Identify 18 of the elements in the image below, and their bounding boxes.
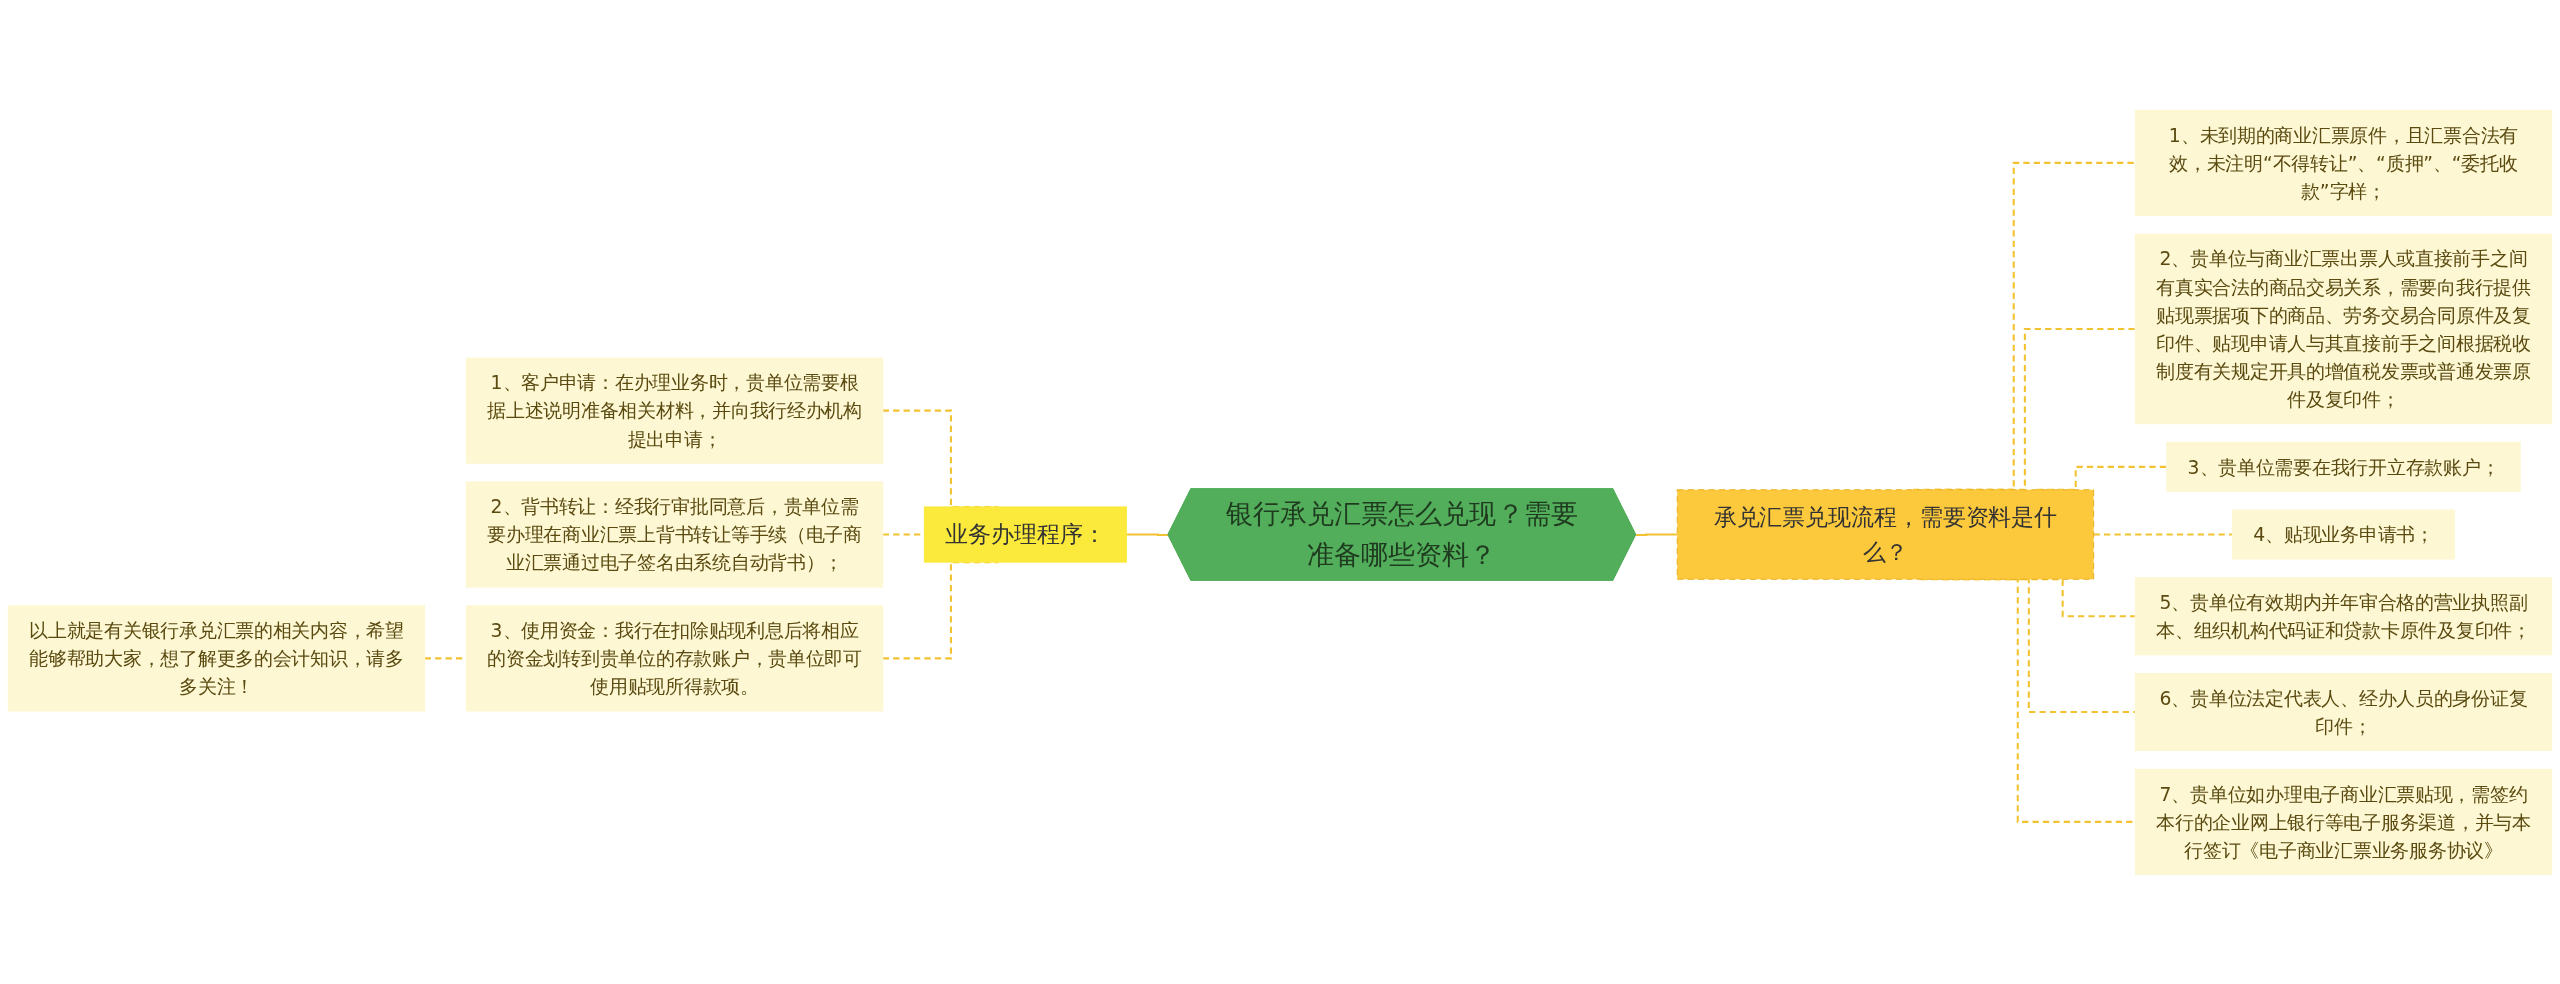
node-box: 7、贵单位如办理电子商业汇票贴现，需签约本行的企业网上银行等电子服务渠道，并与本行签订《电子商业汇票业务服务协议》 xyxy=(2134,768,2553,875)
connector xyxy=(1921,577,2136,823)
connector xyxy=(1126,533,1169,536)
node-box: 5、贵单位有效期内并年审合格的营业执照副本、组织机构代码证和贷款卡原件及复印件； xyxy=(2134,576,2553,655)
connector xyxy=(2093,533,2233,536)
node-box: 4、贴现业务申请书； xyxy=(2231,509,2456,560)
node-box: 业务办理程序： xyxy=(923,506,1127,563)
connector xyxy=(1636,533,1678,536)
node-box: 1、未到期的商业汇票原件，且汇票合法有效，未注明“不得转让”、“质押”、“委托收款”字样； xyxy=(2134,109,2553,216)
node-box: 6、贵单位法定代表人、经办人员的身份证复印件； xyxy=(2134,672,2553,751)
connector xyxy=(2010,577,2136,617)
node-box: 以上就是有关银行承兑汇票的相关内容，希望能够帮助大家，想了解更多的会计知识，请多多关注！ xyxy=(7,604,426,712)
node-box: 3、贵单位需要在我行开立存款账户； xyxy=(2166,441,2521,492)
node-box: 承兑汇票兑现流程，需要资料是什么？ xyxy=(1676,488,2095,580)
node-box: 1、客户申请：在办理业务时，贵单位需要根据上述说明准备相关材料，并向我行经办机构提出申请； xyxy=(465,357,884,464)
node-box: 2、背书转让：经我行审批同意后，贵单位需要办理在商业汇票上背书转让等手续（电子商业汇票通过电子签名由系统自动背书）； xyxy=(465,481,884,588)
node-box: 2、贵单位与商业汇票出票人或直接前手之间有真实合法的商品交易关系，需要向我行提供贴现票据项下的商品、劳务交易合同原件及复印件、贴现申请人与其直接前手之间根据税收制度有关规定开具的增值税发票或普通发票原件及复印件； xyxy=(2134,233,2553,424)
node-box: 3、使用资金：我行在扣除贴现利息后将相应的资金划转到贵单位的存款账户，贵单位即可使用贴现所得款项。 xyxy=(465,604,884,712)
